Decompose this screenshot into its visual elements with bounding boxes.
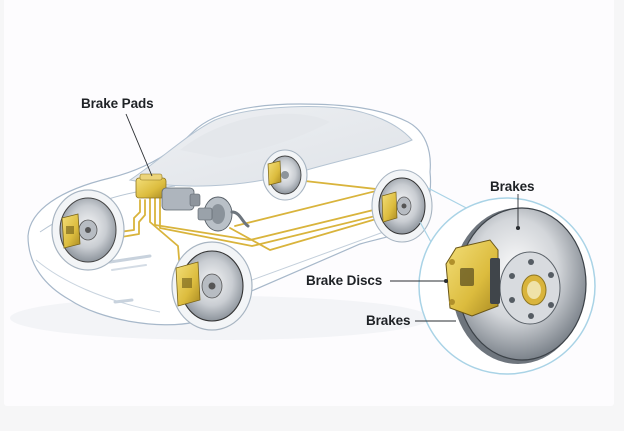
wheel-front-left xyxy=(51,189,125,271)
caliper-rear-left xyxy=(267,160,282,186)
brake-booster xyxy=(197,196,250,232)
magnified-caliper xyxy=(445,239,500,317)
label-brake-discs: Brake Discs xyxy=(306,273,383,288)
brake-fluid-reservoir xyxy=(135,173,167,199)
leader-lines xyxy=(125,113,521,322)
label-brakes-disc: Brakes xyxy=(490,179,535,194)
label-brake-pads: Brake Pads xyxy=(81,96,154,111)
caliper-front-right xyxy=(175,261,201,307)
caliper-front-left xyxy=(61,213,81,249)
label-brakes-caliper: Brakes xyxy=(366,313,411,328)
caliper-rear-right xyxy=(381,191,398,223)
master-cylinder xyxy=(161,187,201,211)
wheel-rear-right xyxy=(371,169,433,243)
